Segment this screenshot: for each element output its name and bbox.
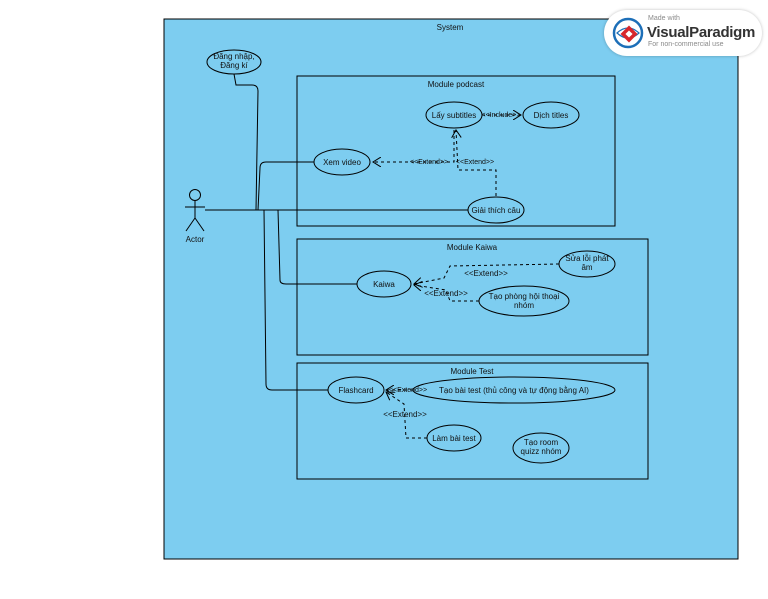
association-lines — [205, 73, 468, 391]
svg-text:Tạo bài test (thủ công và tự đ: Tạo bài test (thủ công và tự động bằng A… — [439, 386, 589, 395]
svg-text:Xem video: Xem video — [323, 158, 361, 167]
svg-text:Kaiwa: Kaiwa — [373, 280, 395, 289]
svg-text:Flashcard: Flashcard — [338, 386, 373, 395]
extend-label-test-1: <<Extend>> — [389, 387, 427, 394]
association-watch-video — [205, 161, 314, 211]
actor-figure — [185, 189, 205, 232]
svg-text:Đăng kí: Đăng kí — [220, 61, 248, 70]
extend-label-podcast-2: <<Extend>> — [456, 159, 494, 166]
extend-label-podcast-1: <<Extend>> — [410, 159, 448, 166]
svg-text:Tạo room: Tạo room — [524, 438, 559, 447]
association-flashcard — [205, 209, 328, 391]
non-commercial-text: For non-commercial use — [648, 41, 724, 48]
extend-arrow-room-kaiwa — [414, 285, 479, 302]
include-label: <<Include>> — [482, 112, 521, 119]
use-case-fix-pronunciation[interactable]: Sửa lỗi phát âm — [558, 250, 616, 278]
svg-text:nhóm: nhóm — [514, 301, 534, 310]
association-login — [205, 73, 259, 211]
extend-label-kaiwa-2: <<Extend>> — [424, 289, 468, 298]
visual-paradigm-logo-icon — [612, 17, 644, 49]
svg-text:Đăng nhập,: Đăng nhập, — [213, 52, 254, 61]
use-case-do-test[interactable]: Làm bài test — [426, 424, 482, 452]
extend-arrow-explain-subtitles — [456, 130, 497, 196]
svg-text:Dịch titles: Dịch titles — [534, 111, 569, 120]
use-case-explain-sentence[interactable]: Giải thích câu — [467, 196, 525, 224]
use-case-translate-titles[interactable]: Dịch titles — [522, 101, 580, 129]
svg-text:Giải thích câu: Giải thích câu — [472, 206, 521, 215]
visual-paradigm-watermark: Made with VisualParadigm For non-commerc… — [604, 10, 762, 56]
svg-text:Lấy subtitles: Lấy subtitles — [432, 111, 476, 120]
svg-text:Sửa lỗi phát: Sửa lỗi phát — [565, 254, 609, 263]
use-case-kaiwa[interactable]: Kaiwa — [356, 270, 412, 298]
actor-label: Actor — [186, 235, 205, 244]
module-podcast-label: Module podcast — [428, 80, 485, 89]
system-label: System — [437, 23, 464, 32]
svg-text:Làm bài test: Làm bài test — [432, 434, 476, 443]
use-case-flashcard[interactable]: Flashcard — [327, 376, 385, 404]
extend-label-test-2: <<Extend>> — [383, 410, 427, 419]
extend-arrow-subtitles-video — [373, 130, 455, 162]
dependency-lines — [373, 115, 560, 439]
svg-text:quizz nhóm: quizz nhóm — [521, 447, 562, 456]
module-kaiwa-label: Module Kaiwa — [447, 243, 498, 252]
made-with-text: Made with — [648, 15, 680, 22]
use-case-quiz-room[interactable]: Tạo room quizz nhóm — [512, 432, 570, 464]
use-case-create-test[interactable]: Tạo bài test (thủ công và tự động bằng A… — [412, 376, 616, 404]
svg-text:âm: âm — [581, 263, 592, 272]
extend-arrow-pron-kaiwa — [414, 263, 560, 284]
brand-text: VisualParadigm — [647, 24, 756, 41]
use-case-login[interactable]: Đăng nhập, Đăng kí — [206, 49, 262, 75]
svg-text:Tạo phòng hội thoại: Tạo phòng hội thoại — [489, 292, 560, 301]
extend-arrow-dotest-flashcard — [386, 392, 427, 439]
use-case-watch-video[interactable]: Xem video — [313, 148, 371, 176]
association-kaiwa — [205, 209, 357, 285]
use-case-group-room[interactable]: Tạo phòng hội thoại nhóm — [478, 285, 570, 317]
use-case-get-subtitles[interactable]: Lấy subtitles — [425, 101, 483, 129]
extend-label-kaiwa-1: <<Extend>> — [464, 269, 508, 278]
module-test-label: Module Test — [451, 367, 495, 376]
